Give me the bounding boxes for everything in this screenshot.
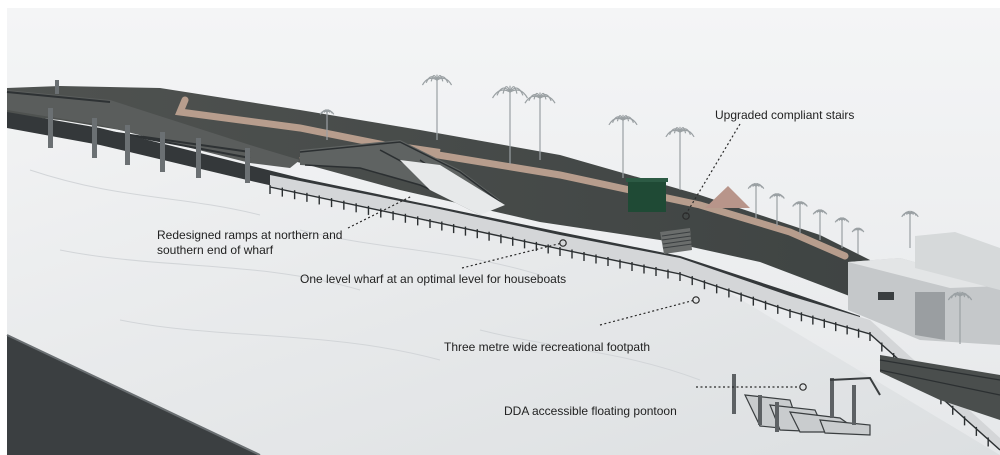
walking-path <box>175 96 849 260</box>
label-redesigned-ramps-line2: southern end of wharf <box>157 243 274 257</box>
palm-tree <box>608 114 638 178</box>
pontoon-piles <box>732 374 856 432</box>
palm-tree <box>812 209 828 240</box>
leader-ramps <box>347 195 413 229</box>
palm-tree <box>792 200 808 234</box>
annotation-markers <box>559 212 807 391</box>
annotation-leaders <box>347 123 800 388</box>
building-upper <box>915 232 1000 290</box>
building-window <box>878 292 894 300</box>
water <box>7 120 1000 455</box>
palm-tree <box>524 92 556 160</box>
palm-trees <box>319 74 973 344</box>
palm-tree <box>947 291 973 344</box>
lower-terrace <box>880 355 1000 420</box>
palm-tree <box>665 126 695 190</box>
waterfront-piles <box>48 80 250 183</box>
palm-tree <box>492 85 528 164</box>
green-shed <box>628 180 666 212</box>
marker-wharf <box>559 239 567 247</box>
palm-tree <box>747 182 765 218</box>
water-ripples <box>29 169 701 381</box>
label-one-level-wharf: One level wharf at an optimal level for … <box>300 272 567 286</box>
leader-stairs <box>685 123 741 215</box>
palm-tree <box>834 217 850 248</box>
pyramid-roof <box>705 186 750 208</box>
palm-tree <box>851 227 865 254</box>
label-floating-pontoon: DDA accessible floating pontoon <box>504 404 677 418</box>
leader-footpath <box>599 299 696 326</box>
label-recreational-footpath: Three metre wide recreational footpath <box>444 340 651 354</box>
railing-top <box>269 186 1000 451</box>
palm-tree <box>319 109 335 140</box>
label-upgraded-stairs: Upgraded compliant stairs <box>715 108 855 122</box>
label-redesigned-ramps: Redesigned ramps at northern and souther… <box>157 228 342 258</box>
floating-pontoon <box>743 394 871 436</box>
label-redesigned-ramps-line1: Redesigned ramps at northern and <box>157 228 343 242</box>
palm-tree <box>421 74 453 140</box>
leader-wharf <box>461 242 563 269</box>
marker-stairs <box>682 212 690 220</box>
palm-tree <box>901 210 919 248</box>
ramp-deck <box>400 160 505 215</box>
marker-footpath <box>692 296 700 304</box>
marker-pontoon <box>799 383 807 391</box>
gangway <box>829 376 881 396</box>
palm-tree <box>769 192 785 226</box>
